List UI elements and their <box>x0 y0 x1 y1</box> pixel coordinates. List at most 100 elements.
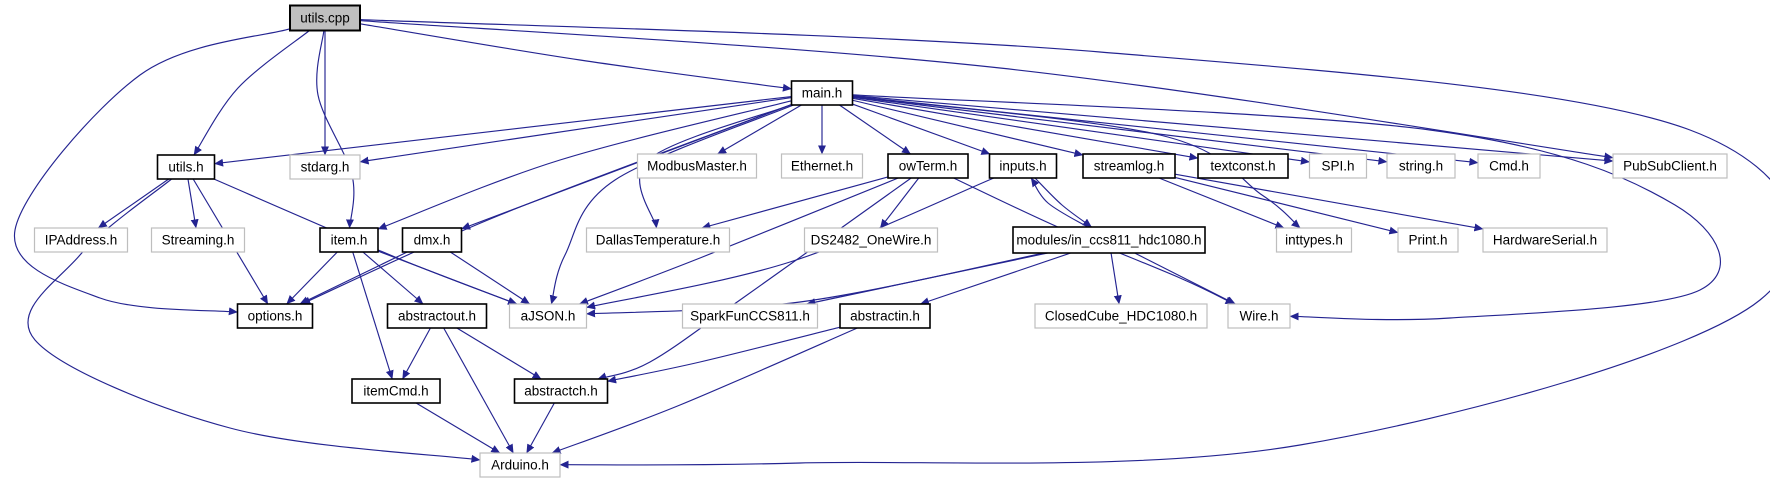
edge-item.h->itemCmd.h <box>352 251 394 380</box>
edge-streamlog.h->HardwareSerial.h <box>1174 173 1484 232</box>
edge-inputs.h->aJSON.h <box>586 177 995 310</box>
node-main.h[interactable]: main.h <box>790 80 854 106</box>
node-label: Streaming.h <box>162 233 235 248</box>
node-label: HardwareSerial.h <box>1493 233 1597 248</box>
node-inputs.h[interactable]: inputs.h <box>988 153 1058 179</box>
node-string.h: string.h <box>1386 153 1456 179</box>
edge-itemCmd.h->Arduino.h <box>415 402 501 454</box>
node-abstractin.h[interactable]: abstractin.h <box>839 303 931 329</box>
edge-main.h->inttypes.h <box>852 96 1301 229</box>
node-label: DS2482_OneWire.h <box>811 233 932 248</box>
node-textconst.h[interactable]: textconst.h <box>1197 153 1289 179</box>
edge-abstractout.h->abstractch.h <box>456 327 542 380</box>
edge-modules/in_ccs811_hdc1080.h->ClosedCube_HDC1080.h <box>1110 252 1122 305</box>
node-box <box>1477 153 1541 179</box>
node-inttypes.h: inttypes.h <box>1275 227 1353 253</box>
edge-item.h->options.h <box>286 251 338 305</box>
node-box <box>33 227 129 253</box>
node-label: utils.h <box>168 160 203 175</box>
node-SPI.h: SPI.h <box>1308 153 1368 179</box>
node-label: options.h <box>248 309 303 324</box>
node-label: Cmd.h <box>1489 159 1529 174</box>
node-itemCmd.h[interactable]: itemCmd.h <box>351 378 441 404</box>
edge-main.h->string.h <box>852 96 1388 165</box>
node-Print.h: Print.h <box>1397 227 1459 253</box>
edge-utils.cpp->options.h <box>13 28 291 316</box>
node-options.h[interactable]: options.h <box>236 303 314 329</box>
edge-modules/in_ccs811_hdc1080.h->Wire.h <box>1134 252 1236 305</box>
node-box <box>401 227 463 253</box>
node-label: item.h <box>331 233 368 248</box>
edge-modules/in_ccs811_hdc1080.h->inputs.h <box>1030 177 1088 228</box>
edge-dmx.h->options.h <box>299 251 408 305</box>
edge-modules/in_ccs811_hdc1080.h->abstractin.h <box>919 252 1071 306</box>
node-Streaming.h: Streaming.h <box>150 227 246 253</box>
node-dmx.h[interactable]: dmx.h <box>401 227 463 253</box>
node-label: SparkFunCCS811.h <box>690 309 810 324</box>
node-box <box>319 227 379 253</box>
node-label: streamlog.h <box>1094 159 1165 174</box>
node-label: Ethernet.h <box>791 159 853 174</box>
node-streamlog.h[interactable]: streamlog.h <box>1082 153 1176 179</box>
edge-main.h->textconst.h <box>852 97 1199 161</box>
edge-item.h->aJSON.h <box>377 250 517 305</box>
edge-owTerm.h->DS2482_OneWire.h <box>879 177 920 229</box>
node-box <box>1612 153 1728 179</box>
node-box <box>988 153 1058 179</box>
node-box <box>1308 153 1368 179</box>
node-modules/in_ccs811_hdc1080.h[interactable]: modules/in_ccs811_hdc1080.h <box>1012 226 1206 254</box>
node-box <box>1034 303 1208 329</box>
node-utils.cpp[interactable]: utils.cpp <box>289 4 361 32</box>
node-label: modules/in_ccs811_hdc1080.h <box>1016 233 1201 248</box>
edge-owTerm.h->aJSON.h <box>579 177 899 305</box>
edge-utils.h->Streaming.h <box>187 178 199 229</box>
node-label: PubSubClient.h <box>1623 159 1717 174</box>
edge-modules/in_ccs811_hdc1080.h->aJSON.h <box>586 252 1045 318</box>
node-label: aJSON.h <box>521 309 576 324</box>
node-box <box>156 154 216 180</box>
node-label: abstractch.h <box>524 384 598 399</box>
edge-abstractin.h->Arduino.h <box>551 327 858 454</box>
edge-main.h->utils.h <box>214 95 792 167</box>
node-label: ModbusMaster.h <box>647 159 747 174</box>
node-Ethernet.h: Ethernet.h <box>780 153 864 179</box>
node-label: abstractin.h <box>850 309 920 324</box>
edge-main.h->streamlog.h <box>852 99 1084 157</box>
node-aJSON.h: aJSON.h <box>508 303 588 329</box>
node-PubSubClient.h: PubSubClient.h <box>1612 153 1728 179</box>
node-label: utils.cpp <box>300 11 350 26</box>
edge-abstractch.h->Arduino.h <box>526 402 555 454</box>
node-box <box>386 303 488 329</box>
edge-utils.cpp->main.h <box>359 23 792 92</box>
edge-owTerm.h->DallasTemperature.h <box>701 176 889 230</box>
node-abstractch.h[interactable]: abstractch.h <box>513 378 609 404</box>
node-box <box>585 227 731 253</box>
edge-inputs.h->modules/in_ccs811_hdc1080.h <box>1034 177 1092 228</box>
edge-main.h->item.h <box>377 100 792 230</box>
node-box <box>479 452 561 478</box>
node-abstractout.h[interactable]: abstractout.h <box>386 303 488 329</box>
node-label: inttypes.h <box>1285 233 1343 248</box>
node-box <box>1082 153 1176 179</box>
node-DS2482_OneWire.h: DS2482_OneWire.h <box>803 227 939 253</box>
node-utils.h[interactable]: utils.h <box>156 154 216 180</box>
node-box <box>513 378 609 404</box>
node-box <box>780 153 864 179</box>
node-stdarg.h: stdarg.h <box>289 154 361 180</box>
node-label: Wire.h <box>1239 309 1278 324</box>
node-box <box>1397 227 1459 253</box>
edge-utils.cpp->utils.h <box>193 30 310 156</box>
node-owTerm.h[interactable]: owTerm.h <box>887 153 969 179</box>
edge-utils.cpp->Arduino.h <box>359 18 1770 469</box>
edge-layer <box>13 18 1770 469</box>
node-label: dmx.h <box>414 233 451 248</box>
node-item.h[interactable]: item.h <box>319 227 379 253</box>
edge-main.h->stdarg.h <box>359 96 792 165</box>
node-box <box>236 303 314 329</box>
node-IPAddress.h: IPAddress.h <box>33 227 129 253</box>
node-box <box>1012 226 1206 254</box>
edge-main.h->owTerm.h <box>839 104 911 155</box>
node-label: itemCmd.h <box>363 384 428 399</box>
node-box <box>839 303 931 329</box>
